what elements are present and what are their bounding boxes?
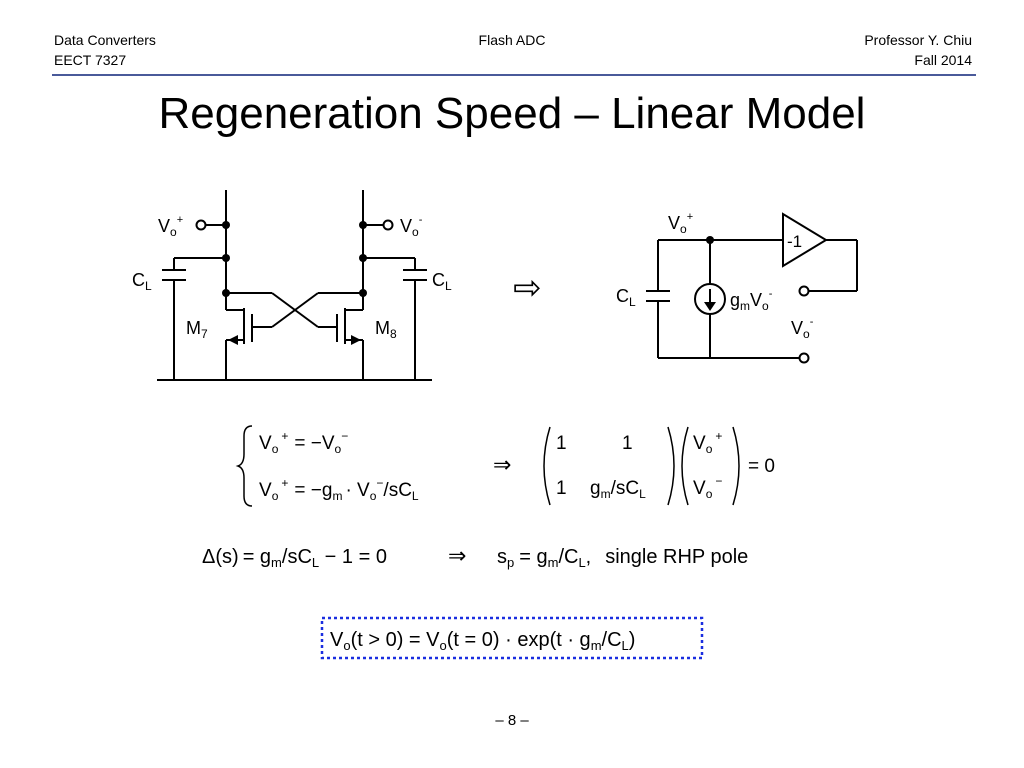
equation-system: Vo+= −Vo− Vo+= −gm· Vo−/sCL ⇒ 1 1 1 gm/s… bbox=[235, 425, 775, 507]
vector-left-paren bbox=[681, 426, 689, 506]
linear-model-diagram: -1 Vo+ CL gmVo- Vo- bbox=[616, 211, 858, 364]
amp-gain-label: -1 bbox=[787, 232, 802, 251]
topic-name: Flash ADC bbox=[478, 32, 546, 48]
matrix-m22: gm/sCL bbox=[590, 478, 646, 501]
header-right: Professor Y. Chiu Fall 2014 bbox=[864, 30, 972, 70]
course-code: EECT 7327 bbox=[54, 52, 127, 68]
course-name: Data Converters bbox=[54, 32, 156, 48]
model-vo-minus-label: Vo- bbox=[791, 316, 814, 341]
implies-symbol: ⇒ bbox=[493, 452, 511, 477]
left-vo-plus-label: Vo+ bbox=[158, 214, 183, 239]
solution-expression: Vo(t > 0) = Vo(t = 0) · exp(t · gm/CL) bbox=[330, 629, 635, 653]
left-cap-label: CL bbox=[132, 270, 152, 293]
equivalence-arrow: ⇨ bbox=[513, 269, 542, 307]
equation-2: Vo+= −gm· Vo−/sCL bbox=[259, 476, 419, 503]
gm-source-label: gmVo- bbox=[730, 288, 773, 313]
boxed-solution: Vo(t > 0) = Vo(t = 0) · exp(t · gm/CL) bbox=[320, 616, 704, 660]
vo-minus-terminal bbox=[382, 219, 394, 231]
equation-1: Vo+= −Vo− bbox=[259, 429, 348, 456]
equals-zero: = 0 bbox=[748, 456, 775, 477]
m8-label: M8 bbox=[375, 318, 397, 341]
matrix-left-paren bbox=[543, 426, 551, 506]
latch-circuit-diagram: Vo+ Vo- CL CL M7 M8 bbox=[132, 190, 452, 381]
term: Fall 2014 bbox=[914, 52, 972, 68]
right-cap-label: CL bbox=[432, 270, 452, 293]
vector-v1: Vo+ bbox=[693, 429, 722, 456]
vo-plus-terminal bbox=[195, 219, 207, 231]
vo-minus-terminal-top bbox=[798, 285, 810, 297]
header-left: Data Converters EECT 7327 bbox=[54, 30, 156, 70]
left-brace bbox=[235, 425, 253, 507]
model-vo-plus-label: Vo+ bbox=[668, 211, 693, 236]
pole-expression: sp= gm/CL,single RHP pole bbox=[497, 546, 748, 570]
header-rule bbox=[52, 74, 976, 76]
slide-title: Regeneration Speed – Linear Model bbox=[158, 89, 866, 138]
matrix-right-paren bbox=[667, 426, 675, 506]
matrix-m11: 1 bbox=[556, 433, 567, 454]
vo-minus-terminal-bottom bbox=[798, 352, 810, 364]
matrix-m12: 1 bbox=[622, 433, 633, 454]
instructor-name: Professor Y. Chiu bbox=[864, 32, 972, 48]
m7-label: M7 bbox=[186, 318, 208, 341]
characteristic-equation: Δ(s)= gm/sCL − 1 = 0 ⇒ sp= gm/CL,single … bbox=[202, 543, 748, 570]
vector-right-paren bbox=[732, 426, 740, 506]
svg-text:Δ(s)= gm/sCL − 1 = 0: Δ(s)= gm/sCL − 1 = 0 bbox=[202, 546, 387, 570]
page-number: – 8 – bbox=[495, 712, 529, 729]
pole-implies: ⇒ bbox=[448, 543, 466, 568]
header-center: Flash ADC bbox=[0, 30, 1024, 50]
vector-v2: Vo− bbox=[693, 474, 722, 501]
matrix-m21: 1 bbox=[556, 478, 567, 499]
model-cap-label: CL bbox=[616, 286, 636, 309]
left-vo-minus-label: Vo- bbox=[400, 214, 423, 239]
